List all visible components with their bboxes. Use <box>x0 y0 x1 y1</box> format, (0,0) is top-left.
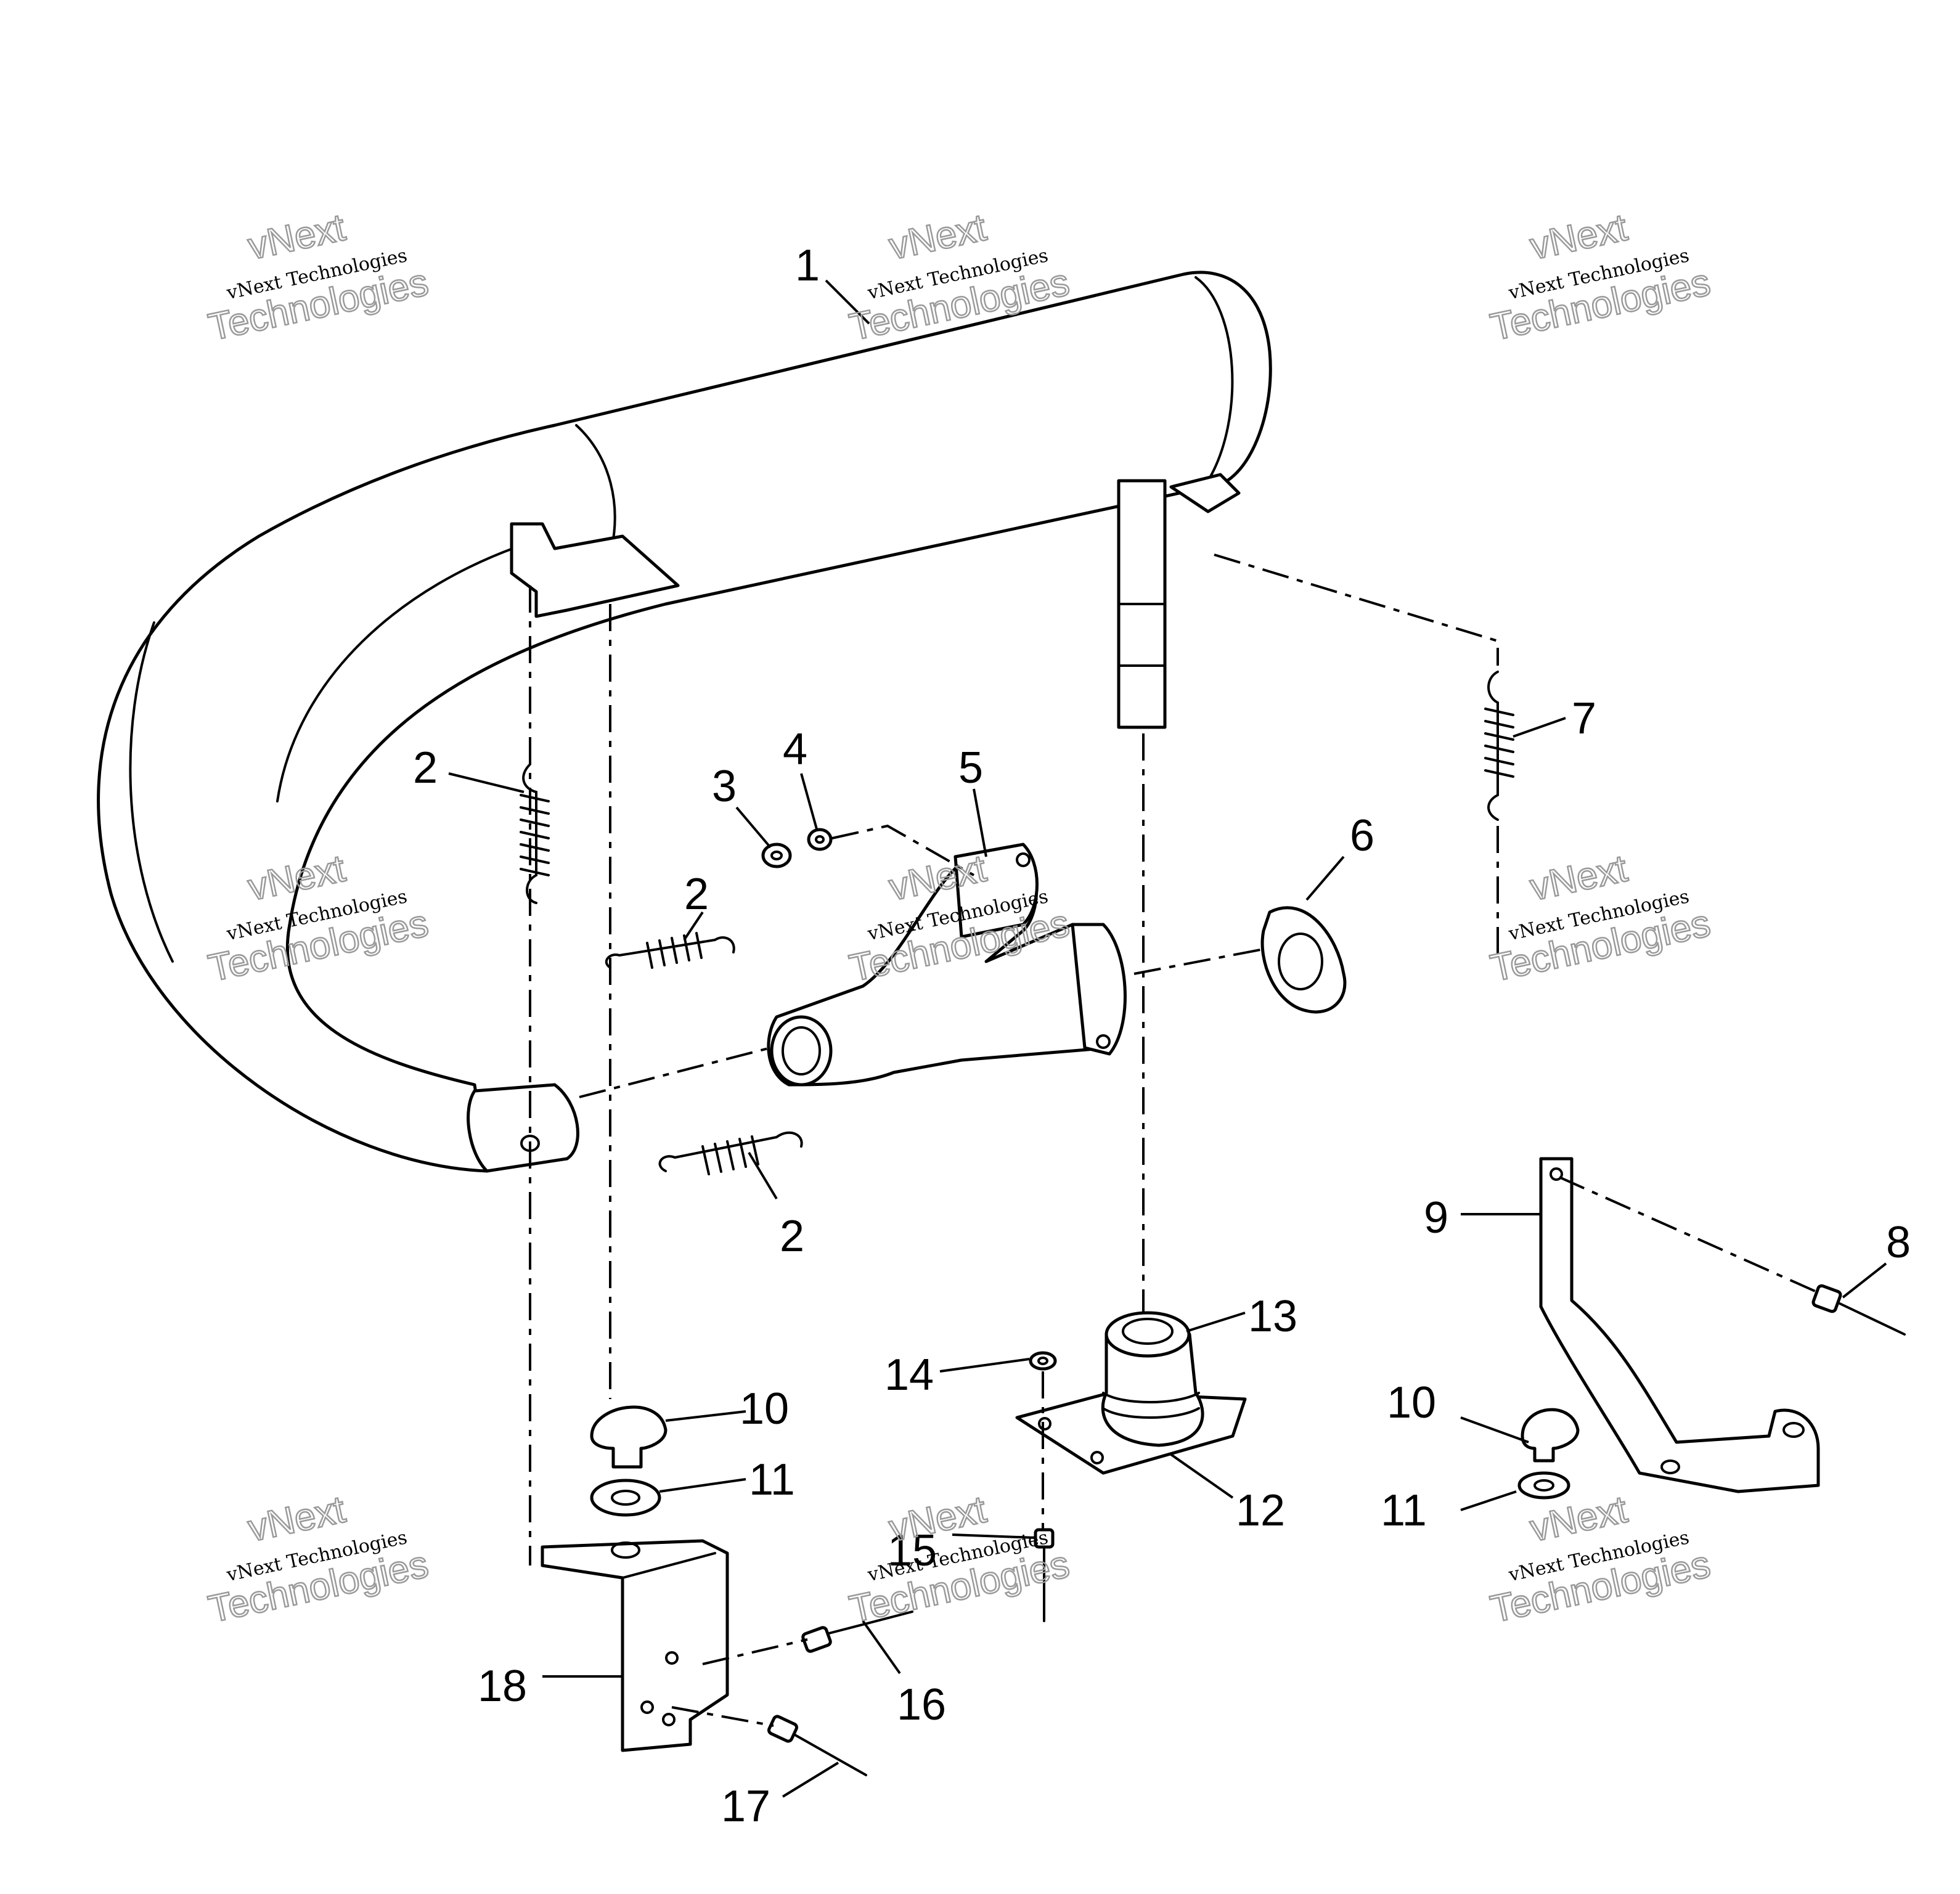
spring-lower <box>658 1131 803 1175</box>
muffler-end-cap <box>1194 276 1234 482</box>
callout-4: 4 <box>783 725 807 774</box>
support-bracket-right <box>1539 1157 1820 1493</box>
watermark-top-left: vNext vNext Technologies Technologies <box>204 205 433 349</box>
flange-bolt-hole <box>1016 852 1031 867</box>
manifold-lower-flange <box>1071 923 1127 1056</box>
callout-11-left: 11 <box>749 1455 795 1504</box>
svg-text:vNext: vNext <box>245 206 349 268</box>
isolator-ribs <box>1102 1392 1200 1419</box>
gasket <box>1260 906 1347 1014</box>
rubber-bumper-right <box>1521 1408 1580 1463</box>
callout-8: 8 <box>1886 1218 1911 1267</box>
callout-16: 16 <box>897 1680 946 1729</box>
spring-middle-left <box>605 932 735 969</box>
callout-7: 7 <box>1572 694 1596 743</box>
plate-hole-2 <box>1090 1451 1104 1464</box>
washer-right-hole <box>1533 1479 1554 1492</box>
washer-left <box>590 1479 661 1517</box>
muffler-pipe <box>97 271 1272 1173</box>
bracket-left-hole-2 <box>640 1700 654 1714</box>
callout-10-left: 10 <box>740 1384 789 1434</box>
svg-text:vNext: vNext <box>886 1488 990 1550</box>
callout-2-upper: 2 <box>413 743 438 793</box>
pipe-end-collar <box>467 1083 579 1173</box>
isolator-bore <box>1122 1318 1174 1345</box>
spring-right <box>1484 671 1514 821</box>
callout-3: 3 <box>712 762 737 811</box>
nut-hole <box>770 851 783 860</box>
callout-12: 12 <box>1236 1486 1285 1535</box>
support-bracket-left <box>541 1539 729 1752</box>
bolt-17 <box>767 1715 867 1776</box>
manifold-upper-flange <box>953 843 1039 939</box>
bracket-left-top-hole <box>611 1541 640 1559</box>
callout-18: 18 <box>478 1662 527 1711</box>
assembly-lines <box>529 553 1816 1727</box>
svg-text:vNext: vNext <box>1527 206 1631 268</box>
callout-6: 6 <box>1350 811 1374 860</box>
leader-lines <box>448 279 1887 1798</box>
callout-14: 14 <box>884 1350 934 1400</box>
pipe-outer-line <box>129 621 174 963</box>
callout-1: 1 <box>795 241 820 290</box>
gasket-bore <box>1278 933 1323 990</box>
pipe-inner-line <box>276 541 531 802</box>
callout-2-lower: 2 <box>780 1212 804 1261</box>
watermark-middle-right: vNext vNext Technologies Technologies <box>1486 846 1715 990</box>
svg-text:vNext: vNext <box>1527 847 1631 909</box>
flange-bolt-hole-2 <box>1096 1034 1111 1049</box>
callout-17: 17 <box>721 1782 770 1831</box>
rubber-bumper-left <box>590 1405 668 1469</box>
spring-upper-left <box>520 763 550 904</box>
washer-left-hole <box>611 1490 640 1506</box>
nut <box>761 843 792 868</box>
washer-14 <box>1029 1351 1057 1371</box>
bracket-slot <box>1782 1422 1805 1438</box>
washer-small-hole <box>815 835 825 844</box>
bolt-16 <box>801 1610 913 1653</box>
muffler-seam <box>575 424 616 556</box>
svg-text:vNext: vNext <box>886 206 990 268</box>
callout-2-middle: 2 <box>684 870 709 919</box>
watermark-bottom-center: vNext vNext Technologies Technologies <box>845 1487 1074 1631</box>
washer-small <box>807 828 833 851</box>
callout-9: 9 <box>1424 1193 1448 1243</box>
muffler-bracket-tab <box>1169 473 1241 513</box>
svg-text:vNext: vNext <box>245 1488 349 1550</box>
exhaust-pipe-assembly <box>97 271 1272 1173</box>
callout-10-right: 10 <box>1387 1378 1436 1427</box>
callout-11-right: 11 <box>1381 1486 1427 1535</box>
watermark-bottom-left: vNext vNext Technologies Technologies <box>204 1487 433 1631</box>
bracket-hole-2 <box>1660 1459 1680 1474</box>
muffler-mount-tab <box>510 522 680 618</box>
manifold-inlet <box>770 1015 833 1087</box>
callout-13: 13 <box>1248 1292 1297 1341</box>
exhaust-manifold <box>767 843 1127 1087</box>
callout-labels: 1 2 2 2 3 4 5 6 7 8 9 10 10 11 11 12 13 … <box>413 241 1911 1831</box>
watermark-bottom-right: vNext vNext Technologies Technologies <box>1486 1487 1715 1631</box>
bracket-left-hole-1 <box>665 1651 679 1665</box>
bolt-right <box>1811 1284 1906 1336</box>
watermark-top-right: vNext vNext Technologies Technologies <box>1486 205 1715 349</box>
callout-15: 15 <box>888 1526 937 1575</box>
bracket-left-hole-3 <box>662 1713 676 1726</box>
callout-5: 5 <box>958 743 983 793</box>
plate-hole-1 <box>1038 1417 1051 1431</box>
bracket-left-bend <box>621 1552 716 1579</box>
washer-right <box>1517 1471 1570 1500</box>
bracket-hole <box>1550 1167 1563 1181</box>
manifold-inlet-bore <box>782 1026 821 1076</box>
washer-14-hole <box>1037 1357 1048 1365</box>
